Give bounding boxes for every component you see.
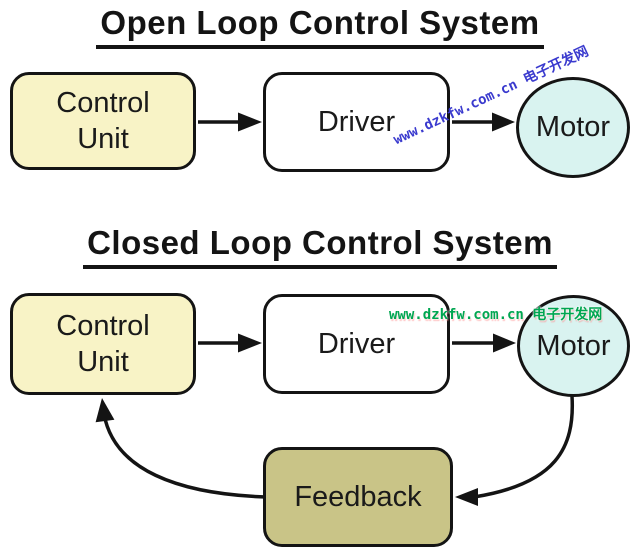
open-loop-driver-node: Driver xyxy=(263,72,450,172)
watermark-horizontal: www.dzkfw.com.cn 电子开发网 xyxy=(389,307,603,323)
arrow-closed-driver-to-motor-head xyxy=(493,333,516,353)
closed-loop-title: Closed Loop Control System xyxy=(0,224,640,269)
arrow-motor-to-feedback-curve xyxy=(473,395,575,499)
closed-loop-control-unit-node: Control Unit xyxy=(10,293,196,395)
arrow-feedback-to-cu-curve xyxy=(102,413,267,499)
closed-loop-motor-label: Motor xyxy=(536,329,611,362)
open-loop-title-text: Open Loop Control System xyxy=(96,4,544,49)
closed-loop-driver-label: Driver xyxy=(317,327,396,360)
closed-loop-feedback-node: Feedback xyxy=(263,447,453,547)
arrow-motor-to-feedback-head xyxy=(455,488,478,506)
arrow-open-cu-to-driver-head xyxy=(238,112,262,132)
open-loop-control-unit-label: Control Unit xyxy=(56,86,150,155)
closed-loop-motor-node: Motor xyxy=(517,295,630,397)
closed-loop-control-unit-label: Control Unit xyxy=(56,309,150,378)
closed-loop-driver-node: Driver xyxy=(263,294,450,394)
arrow-feedback-to-cu-head xyxy=(95,398,115,423)
open-loop-motor-label: Motor xyxy=(535,111,611,143)
open-loop-motor-node: Motor xyxy=(516,77,630,178)
open-loop-title: Open Loop Control System xyxy=(0,4,640,49)
open-loop-driver-label: Driver xyxy=(317,105,396,138)
arrow-open-driver-to-motor-head xyxy=(492,112,515,132)
open-loop-control-unit-node: Control Unit xyxy=(10,72,196,170)
closed-loop-feedback-label: Feedback xyxy=(294,480,422,513)
closed-loop-title-text: Closed Loop Control System xyxy=(83,224,557,269)
arrow-closed-cu-to-driver-head xyxy=(238,333,262,353)
